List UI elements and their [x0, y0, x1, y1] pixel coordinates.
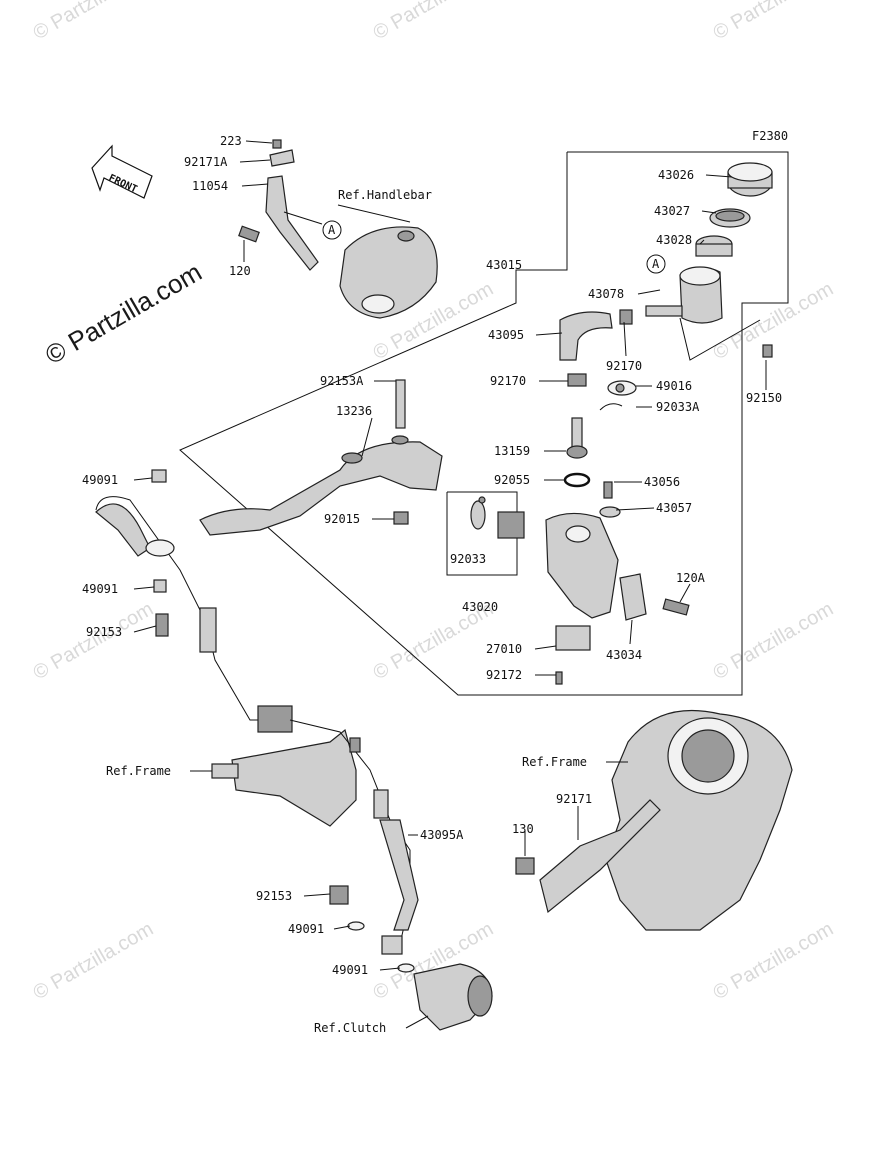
- label-120: 120: [229, 264, 251, 278]
- label-92153-b: 92153: [256, 889, 292, 903]
- watermark-tile: © Partzilla.com: [710, 278, 838, 364]
- label-43020: 43020: [462, 600, 498, 614]
- label-92153a: 92153A: [320, 374, 364, 388]
- watermark-tile: © Partzilla.com: [710, 918, 838, 1004]
- piston-assembly: [446, 491, 525, 576]
- svg-text:A: A: [652, 257, 660, 271]
- label-13159: 13159: [494, 444, 530, 458]
- label-27010: 27010: [486, 642, 522, 656]
- watermark-tile: © Partzilla.com: [710, 0, 838, 44]
- watermark-tile: © Partzilla.com: [30, 918, 158, 1004]
- right-frame-ref: [515, 709, 793, 931]
- label-11054: 11054: [192, 179, 228, 193]
- label-49091-c: 49091: [288, 922, 324, 936]
- label-ref-frame-left: Ref.Frame: [106, 764, 171, 778]
- clutch-slave-ref: [413, 963, 493, 1031]
- watermark-tile: © Partzilla.com: [30, 598, 158, 684]
- label-13236: 13236: [336, 404, 372, 418]
- hose-line: [679, 317, 761, 361]
- master-cylinder-parts: [545, 373, 690, 685]
- mirror-bracket-assembly: [238, 139, 319, 271]
- label-92171a: 92171A: [184, 155, 228, 169]
- label-92153-a: 92153: [86, 625, 122, 639]
- label-92150: 92150: [746, 391, 782, 405]
- clutch-lever: [199, 379, 443, 536]
- label-ref-frame-right: Ref.Frame: [522, 755, 587, 769]
- front-arrow-icon: FRONT: [91, 144, 153, 199]
- lower-hose-assembly: [289, 719, 419, 973]
- label-43057: 43057: [656, 501, 692, 515]
- label-92170-upper: 92170: [606, 359, 642, 373]
- label-92171: 92171: [556, 792, 592, 806]
- handlebar-housing: [339, 226, 438, 319]
- label-49091-b: 49091: [82, 582, 118, 596]
- label-92170-lower: 92170: [490, 374, 526, 388]
- label-43015: 43015: [486, 258, 522, 272]
- label-120a: 120A: [676, 571, 706, 585]
- label-43034: 43034: [606, 648, 642, 662]
- label-92033: 92033: [450, 552, 486, 566]
- label-92015: 92015: [324, 512, 360, 526]
- left-frame-ref: [211, 728, 357, 827]
- label-223: 223: [220, 134, 242, 148]
- label-92033a: 92033A: [656, 400, 700, 414]
- label-49016: 49016: [656, 379, 692, 393]
- label-43026: 43026: [658, 168, 694, 182]
- upper-hose-assembly: [95, 469, 293, 733]
- label-49091-d: 49091: [332, 963, 368, 977]
- leader-lines: [133, 140, 767, 1029]
- label-43056: 43056: [644, 475, 680, 489]
- label-92055: 92055: [494, 473, 530, 487]
- label-43078: 43078: [588, 287, 624, 301]
- label-43028: 43028: [656, 233, 692, 247]
- label-ref-handlebar: Ref.Handlebar: [338, 188, 432, 202]
- label-130: 130: [512, 822, 534, 836]
- label-49091-a: 49091: [82, 473, 118, 487]
- watermark-tile: © Partzilla.com: [370, 0, 498, 44]
- label-43095a: 43095A: [420, 828, 464, 842]
- label-43095: 43095: [488, 328, 524, 342]
- watermark-tile: © Partzilla.com: [710, 598, 838, 684]
- label-43027: 43027: [654, 204, 690, 218]
- diagram-code: F2380: [752, 129, 788, 143]
- svg-text:A: A: [328, 223, 336, 237]
- reservoir-assembly: [559, 162, 773, 361]
- watermark-tile: © Partzilla.com: [30, 0, 158, 44]
- part-labels: 223 92171A 11054 120 Ref.Handlebar 43015…: [82, 134, 782, 1035]
- callout-a-right: A: [646, 254, 666, 274]
- callout-a-left: A: [322, 220, 342, 240]
- label-ref-clutch: Ref.Clutch: [314, 1021, 386, 1035]
- label-92172: 92172: [486, 668, 522, 682]
- watermark-main: © Partzilla.com: [40, 257, 207, 371]
- group-outline: [179, 151, 789, 696]
